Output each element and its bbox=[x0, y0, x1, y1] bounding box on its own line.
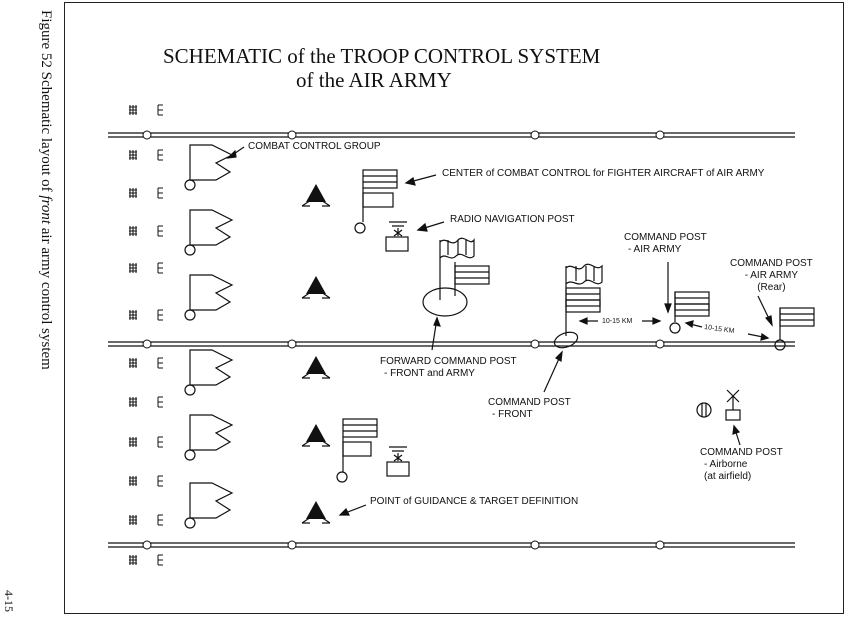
label-combat-control-center: CENTER of COMBAT CONTROL for FIGHTER AIR… bbox=[442, 168, 765, 179]
combat-control-center-symbol bbox=[354, 169, 398, 234]
label-command-post-airborne: COMMAND POST - Airborne (at airfield) bbox=[700, 447, 783, 482]
command-post-front-symbol bbox=[553, 263, 603, 349]
command-post-air-army-symbol bbox=[669, 291, 710, 334]
diagram-title-line2: of the AIR ARMY bbox=[296, 68, 452, 92]
label-cp-air-army-rear: COMMAND POST - AIR ARMY (Rear) bbox=[730, 258, 813, 293]
label-point-of-guidance: POINT of GUIDANCE & TARGET DEFINITION bbox=[370, 496, 579, 507]
forward-command-post-symbol bbox=[422, 237, 490, 317]
diagram-title-line1: SCHEMATIC of the TROOP CONTROL SYSTEM bbox=[163, 44, 601, 68]
label-combat-control-group: COMBAT CONTROL GROUP bbox=[248, 141, 381, 152]
guidance-point-symbols bbox=[301, 183, 331, 524]
command-post-airborne-symbol bbox=[696, 389, 741, 421]
label-forward-command-post: FORWARD COMMAND POST - FRONT and ARMY bbox=[380, 356, 517, 379]
leader-arrows bbox=[226, 146, 773, 516]
distance-label-1: 10-15 KM bbox=[602, 318, 633, 325]
command-post-air-army-rear-symbol bbox=[774, 307, 815, 351]
label-cp-air-army: COMMAND POST - AIR ARMY bbox=[624, 232, 707, 255]
boundary-line-middle bbox=[108, 341, 795, 347]
combat-control-group-flags bbox=[184, 144, 233, 529]
combat-control-center-symbol-lower bbox=[336, 418, 378, 483]
radio-navigation-symbol bbox=[385, 221, 409, 252]
figure-frame bbox=[64, 2, 844, 614]
boundary-line-top bbox=[108, 132, 795, 138]
label-command-post-front: COMMAND POST - FRONT bbox=[488, 397, 571, 420]
boundary-line-bottom bbox=[108, 542, 795, 548]
radio-navigation-symbol-lower bbox=[386, 446, 410, 477]
label-radio-navigation-post: RADIO NAVIGATION POST bbox=[450, 214, 575, 225]
unit-symbol-column bbox=[128, 104, 164, 566]
